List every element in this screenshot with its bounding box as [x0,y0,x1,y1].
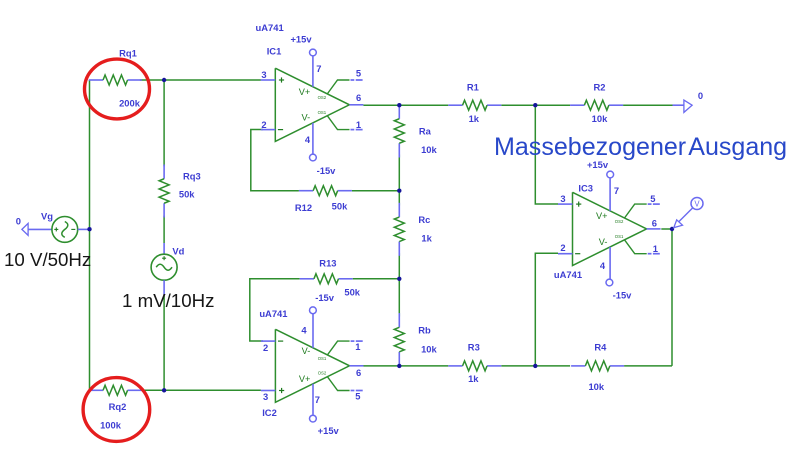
svg-text:R2: R2 [594,82,606,93]
svg-text:6: 6 [356,92,361,103]
svg-text:-15v: -15v [317,165,337,176]
svg-text:4: 4 [305,134,311,145]
svg-text:5: 5 [650,193,655,204]
svg-text:1k: 1k [469,113,480,124]
svg-text:5: 5 [355,390,360,401]
svg-text:+15v: +15v [290,34,312,45]
svg-text:V-: V- [302,113,311,123]
svg-text:Rq3: Rq3 [183,171,201,182]
svg-text:4: 4 [600,260,606,271]
svg-text:R3: R3 [468,342,480,353]
svg-text:Rq1: Rq1 [119,48,137,59]
svg-text:Rq2: Rq2 [109,401,127,412]
svg-text:50k: 50k [179,189,195,200]
svg-text:V: V [694,199,700,208]
svg-text:1: 1 [355,341,360,352]
svg-text:IC3: IC3 [578,183,593,194]
svg-text:OS2: OS2 [318,371,327,376]
svg-text:Massebezogener Ausgang: Massebezogener Ausgang [494,133,787,161]
svg-text:OS1: OS1 [615,234,624,239]
svg-text:10k: 10k [421,144,437,155]
svg-text:6: 6 [356,367,361,378]
svg-text:7: 7 [316,63,321,74]
svg-text:5: 5 [356,68,361,79]
svg-text:10k: 10k [588,381,604,392]
svg-text:4: 4 [301,325,307,336]
svg-text:1k: 1k [421,233,432,244]
svg-text:OS2: OS2 [318,95,327,100]
svg-text:+15v: +15v [318,425,340,436]
svg-text:Rb: Rb [418,325,431,336]
svg-text:1 mV/10Hz: 1 mV/10Hz [122,290,214,311]
svg-text:50k: 50k [332,201,348,212]
svg-text:6: 6 [652,218,657,229]
svg-text:uA741: uA741 [256,22,284,33]
svg-text:V+: V+ [299,87,311,97]
svg-text:Rc: Rc [418,214,430,225]
svg-text:3: 3 [261,69,266,80]
svg-text:Vd: Vd [172,246,184,257]
svg-text:OS2: OS2 [615,219,624,224]
svg-text:10k: 10k [421,344,437,355]
svg-text:V-: V- [599,237,608,247]
svg-text:2: 2 [261,119,266,130]
svg-text:R13: R13 [319,257,336,268]
svg-text:2: 2 [263,342,268,353]
svg-text:R12: R12 [295,202,312,213]
svg-text:7: 7 [614,185,619,196]
svg-text:R1: R1 [467,82,479,93]
svg-text:10 V/50Hz: 10 V/50Hz [4,249,91,270]
svg-text:Vg: Vg [41,211,53,222]
svg-text:0: 0 [698,90,703,101]
svg-text:3: 3 [560,193,565,204]
svg-text:V+: V+ [299,374,311,384]
svg-text:2: 2 [560,242,565,253]
svg-text:200k: 200k [119,98,141,109]
svg-text:50k: 50k [344,286,360,297]
svg-text:IC1: IC1 [267,46,282,57]
svg-text:OS1: OS1 [318,356,327,361]
svg-text:V+: V+ [596,211,608,221]
svg-text:Ra: Ra [419,125,432,136]
svg-text:3: 3 [263,391,268,402]
svg-text:IC2: IC2 [262,407,277,418]
svg-text:1: 1 [653,243,658,254]
svg-text:+15v: +15v [587,159,609,170]
svg-text:V-: V- [302,346,311,356]
svg-text:-15v: -15v [315,292,335,303]
svg-text:7: 7 [315,394,320,405]
svg-text:1: 1 [356,119,361,130]
svg-text:100k: 100k [100,420,122,431]
svg-text:R4: R4 [594,342,607,353]
svg-text:10k: 10k [592,113,608,124]
svg-text:-15v: -15v [613,290,633,301]
svg-text:1k: 1k [468,373,479,384]
svg-text:uA741: uA741 [554,269,582,280]
svg-text:0: 0 [16,215,21,226]
svg-text:OS1: OS1 [318,110,327,115]
svg-text:uA741: uA741 [259,308,287,319]
